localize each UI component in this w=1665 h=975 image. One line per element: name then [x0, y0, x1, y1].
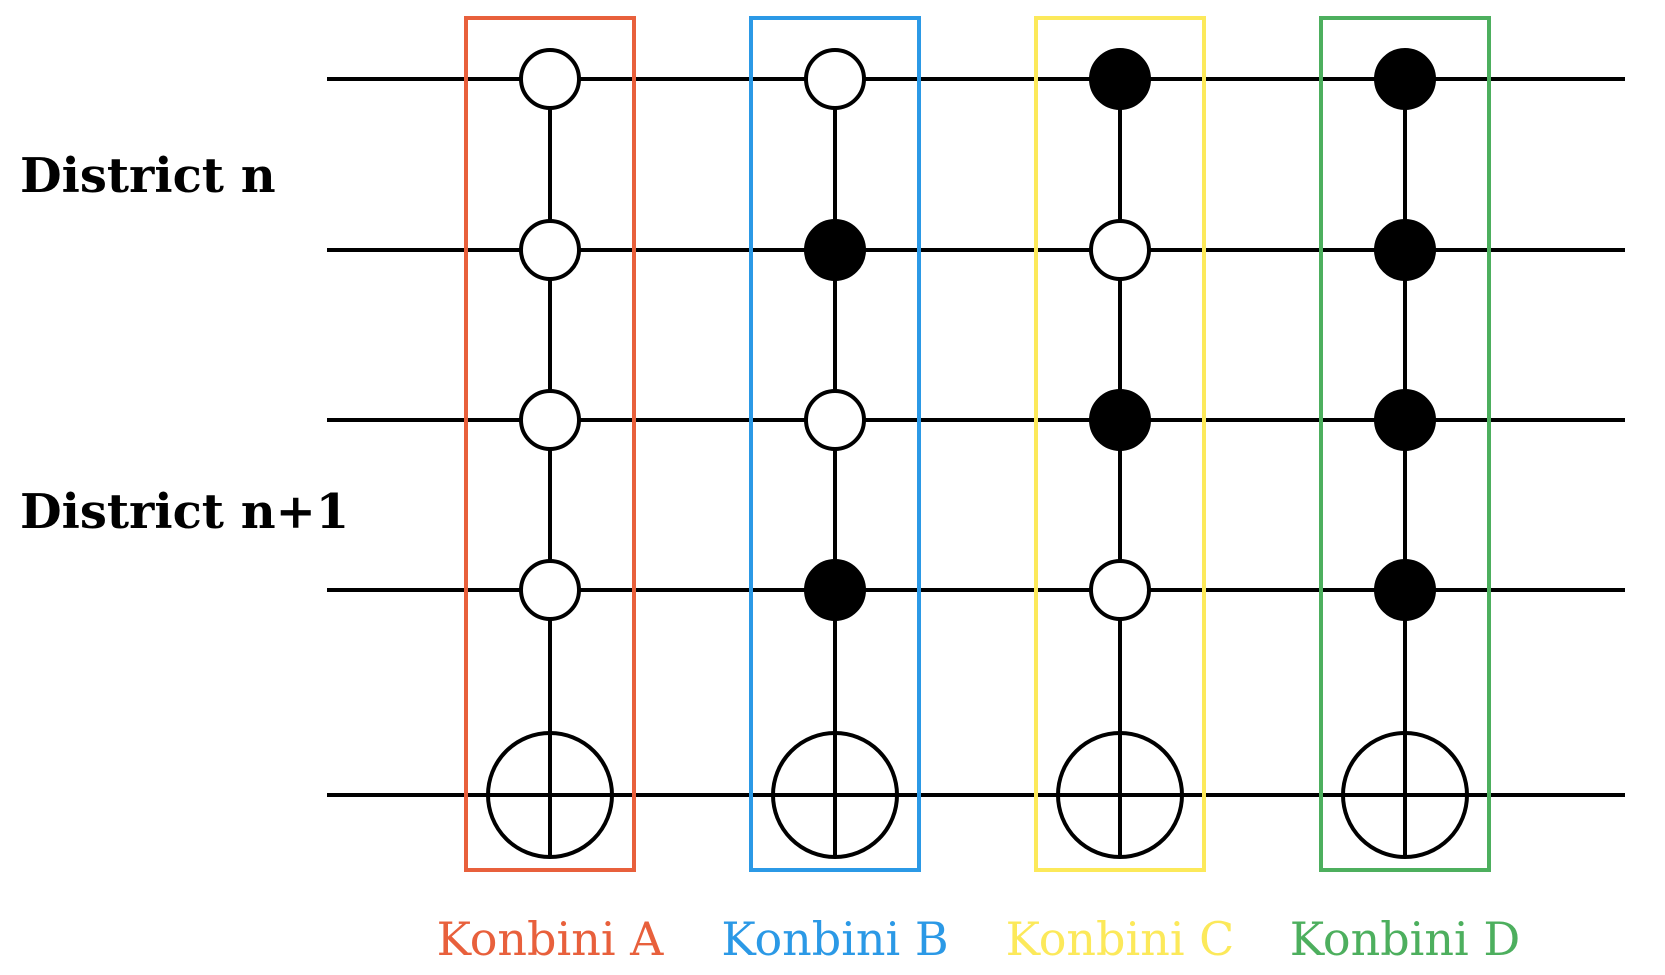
gate-box	[1034, 16, 1206, 872]
gate-konbini-b: Konbini B	[721, 16, 949, 966]
gate-label: Konbini D	[1290, 912, 1520, 966]
control-dot-filled	[1374, 559, 1436, 621]
gates: Konbini A Konbini B Konbini C Konbini D	[437, 16, 1520, 966]
gate-box	[1319, 16, 1491, 872]
control-dot-empty	[1089, 219, 1151, 281]
gate-box	[464, 16, 636, 872]
district-n-plus-1-label: District n+1	[20, 484, 349, 540]
control-dot-filled	[1089, 48, 1151, 110]
gate-konbini-c: Konbini C	[1006, 16, 1235, 966]
gate-label: Konbini B	[721, 912, 948, 966]
district-n-label: District n	[20, 148, 276, 204]
control-dot-filled	[804, 219, 866, 281]
gate-konbini-d: Konbini D	[1290, 16, 1520, 966]
control-dot-empty	[1089, 559, 1151, 621]
control-dot-empty	[804, 389, 866, 451]
control-dot-filled	[1374, 219, 1436, 281]
control-dot-empty	[519, 48, 581, 110]
control-dot-empty	[519, 559, 581, 621]
control-dot-filled	[1089, 389, 1151, 451]
control-dot-empty	[519, 389, 581, 451]
gate-konbini-a: Konbini A	[437, 16, 665, 966]
control-dot-filled	[1374, 389, 1436, 451]
gate-box	[749, 16, 921, 872]
control-dot-filled	[1374, 48, 1436, 110]
control-dot-empty	[804, 48, 866, 110]
gate-label: Konbini A	[437, 912, 665, 966]
control-dot-empty	[519, 219, 581, 281]
control-dot-filled	[804, 559, 866, 621]
gate-label: Konbini C	[1006, 912, 1235, 966]
